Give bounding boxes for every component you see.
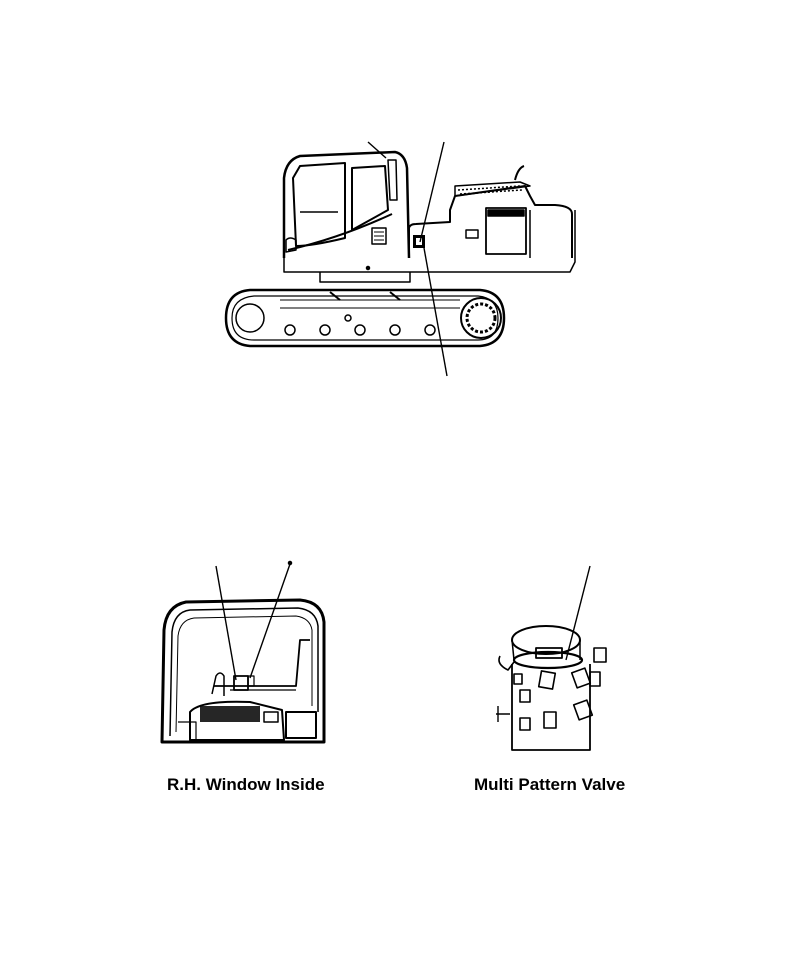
rh-window-inside-drawing: [160, 560, 326, 744]
leader-line-bottom: [423, 247, 448, 377]
excavator-drawing: [224, 141, 576, 377]
caption-multi-pattern-valve: Multi Pattern Valve: [474, 775, 626, 794]
caption-rh-window-inside: R.H. Window Inside: [167, 775, 325, 794]
leader-line-top: [419, 141, 445, 243]
multi-pattern-valve-drawing: [496, 565, 607, 751]
